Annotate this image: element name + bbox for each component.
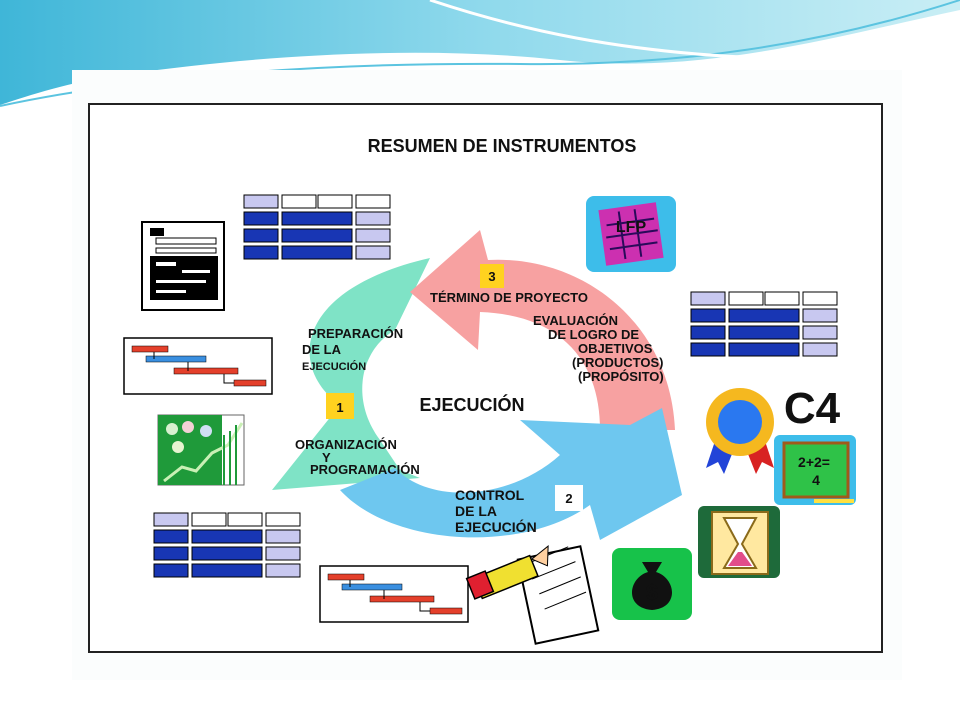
stage-number-3: 3 <box>488 269 495 284</box>
cycle-arrows <box>272 230 682 540</box>
stage-3-label: TÉRMINO DE PROYECTO <box>430 290 588 305</box>
table-icon-top <box>243 194 391 260</box>
stage-badge-1 <box>326 393 354 419</box>
blue-control-arrow <box>340 408 682 540</box>
stage-badge-3 <box>480 264 504 288</box>
stage-2-line-2: DE LA <box>455 503 497 519</box>
award-ribbon-icon <box>706 388 774 474</box>
board-line-2: 4 <box>812 472 820 488</box>
evaluation-line-4: (PRODUCTOS) <box>572 355 663 370</box>
organization-line-3: PROGRAMACIÓN <box>310 462 420 477</box>
diagram-title: RESUMEN DE INSTRUMENTOS <box>368 136 637 156</box>
hourglass-icon <box>698 506 780 578</box>
money-bag-icon: $ <box>612 548 692 620</box>
evaluation-line-1: EVALUACIÓN <box>533 313 618 328</box>
gantt-chart-icon <box>319 565 469 623</box>
stage-2-line-1: CONTROL <box>455 487 525 503</box>
table-icon-bottom <box>153 512 301 578</box>
stage-1-line-2: DE LA <box>302 342 342 357</box>
stage-1-line-3: EJECUCIÓN <box>302 360 366 373</box>
lfp-label: LFP <box>616 219 647 236</box>
evaluation-line-2: DE LOGRO DE <box>548 327 639 342</box>
evaluation-line-3: OBJETIVOS <box>578 341 653 356</box>
c4-label: C4 <box>784 384 841 433</box>
organization-line-2: Y <box>322 450 331 465</box>
evaluation-line-5: (PROPÓSITO) <box>578 369 664 384</box>
center-label: EJECUCIÓN <box>419 394 524 415</box>
board-line-1: 2+2= <box>798 454 830 470</box>
money-symbol: $ <box>646 580 658 605</box>
green-preparation-arrow <box>272 258 430 490</box>
stage-number-2: 2 <box>565 491 572 506</box>
table-icon-right <box>690 291 838 357</box>
stage-badge-2 <box>555 485 583 511</box>
stage-2-line-3: EJECUCIÓN <box>455 518 537 535</box>
gantt-chart-icon <box>123 337 273 395</box>
lfp-matrix-icon: LFP <box>586 196 676 272</box>
document-form-icon <box>141 221 225 311</box>
growth-chart-icon <box>157 414 245 486</box>
stage-1-line-1: PREPARACIÓN <box>308 326 403 341</box>
chalkboard-icon: 2+2= 4 <box>774 435 856 505</box>
organization-line-1: ORGANIZACIÓN <box>295 437 397 452</box>
pink-termination-arrow <box>410 230 675 430</box>
pencil-notepad-icon <box>465 545 600 645</box>
stage-number-1: 1 <box>336 400 343 415</box>
